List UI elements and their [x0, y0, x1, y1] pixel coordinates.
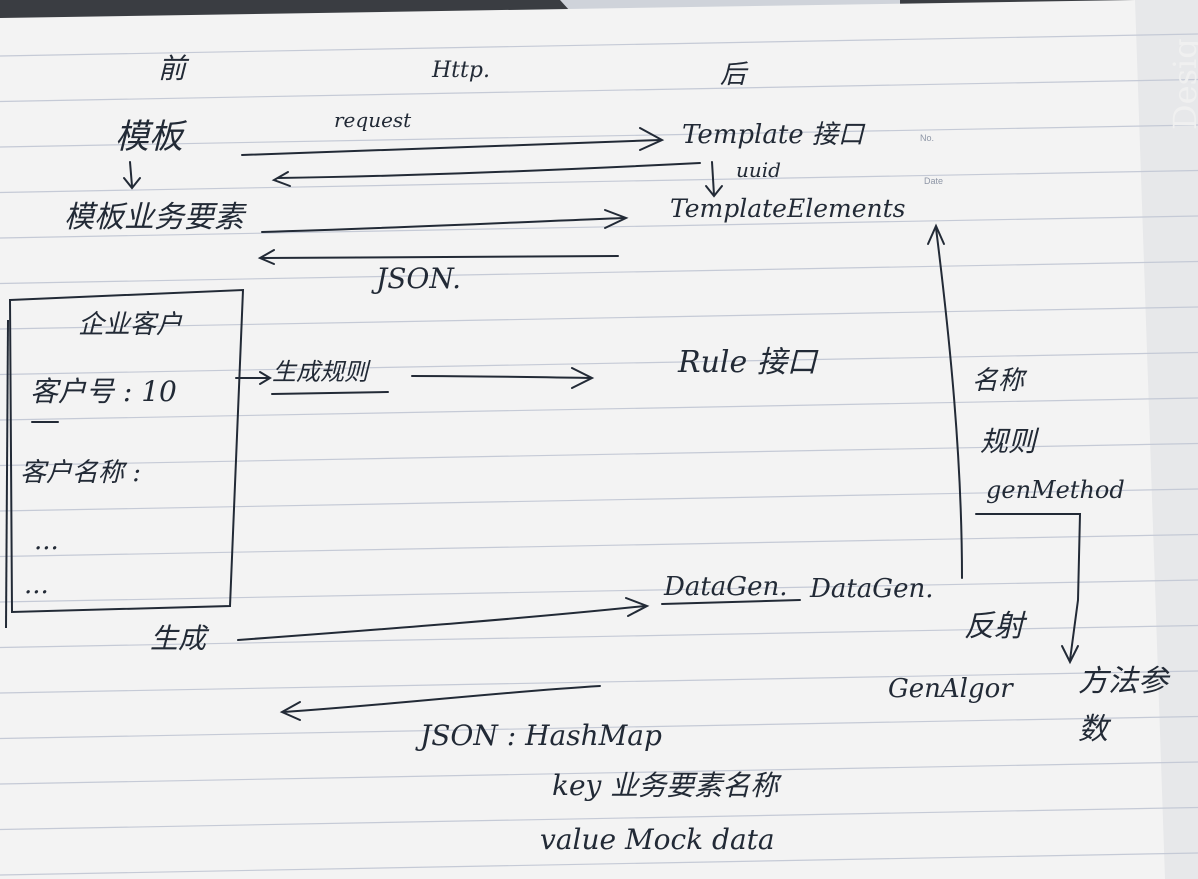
- template-element-class-label: TemplateElements: [670, 194, 906, 223]
- rule-line: [0, 715, 1198, 740]
- json-result-arrowhead: [279, 701, 301, 721]
- response-line-1: [277, 162, 701, 179]
- customer-form-box: [8, 288, 245, 614]
- name-label: 名称: [972, 366, 1025, 396]
- method-args-label: 方法参数: [1078, 664, 1168, 747]
- value-line-label: value Mock data: [540, 823, 775, 856]
- genmethod-to-args-arrowhead: [1061, 645, 1079, 665]
- elements-request-arrow: [261, 217, 626, 233]
- rule-line: [0, 215, 1198, 239]
- rule-line: [0, 397, 1198, 421]
- datagen-class-label: DataGen.: [810, 574, 934, 604]
- rule-label: 规则: [980, 425, 1037, 458]
- json-label-1: JSON.: [376, 262, 461, 295]
- col-back-label: 后: [720, 60, 747, 90]
- rule-line: [0, 351, 1198, 376]
- template-label: 模板: [115, 117, 183, 157]
- gen-method-label: genMethod: [986, 476, 1125, 504]
- box-field-customer-no: 客户号 : 10: [30, 375, 177, 408]
- rule-line: [0, 169, 1198, 194]
- template-api-label: Template 接口: [682, 120, 864, 150]
- rule-line: [0, 442, 1198, 467]
- template-down-arrow: [129, 161, 133, 187]
- box-ellipsis-2: ...: [24, 570, 49, 600]
- request-label: request: [334, 108, 412, 132]
- rule-line: [0, 306, 1198, 330]
- rule-line: [0, 533, 1198, 558]
- page-shadow: [1135, 0, 1198, 879]
- box-ellipsis-1: ...: [34, 526, 59, 556]
- reflect-label: 反射: [964, 609, 1024, 644]
- elements-arrowhead: [604, 209, 629, 229]
- request-arrow: [241, 139, 661, 156]
- json-response-line: [261, 255, 619, 259]
- rule-line: [0, 78, 1198, 103]
- printed-no-label: No.: [920, 133, 935, 143]
- rule-line: [0, 579, 1198, 603]
- rule-line: [0, 260, 1198, 285]
- rule-api-arrowhead: [571, 367, 595, 389]
- uuid-label: uuid: [736, 158, 781, 182]
- box-left-stroke: [5, 319, 9, 629]
- rule-api-arrow: [411, 375, 591, 379]
- rule-line: [0, 806, 1198, 831]
- box-title: 企业客户: [78, 310, 183, 340]
- json-result-arrow: [283, 685, 601, 713]
- generate-arrowhead: [625, 597, 650, 617]
- rule-line: [0, 124, 1198, 148]
- request-arrowhead: [639, 127, 665, 151]
- ruled-lines: [0, 33, 1198, 876]
- key-line-label: key 业务要素名称: [552, 769, 779, 802]
- rule-line: [0, 624, 1198, 649]
- box-field-customer-name: 客户名称 :: [20, 458, 142, 488]
- rule-line: [0, 488, 1198, 512]
- form-to-rule-arrowhead: [259, 371, 272, 385]
- generate-arrow: [237, 605, 646, 641]
- datagen-to-elements-arrowhead: [927, 223, 945, 245]
- genmethod-to-args-line: [975, 513, 1082, 661]
- datagen-link-label: DataGen.: [664, 572, 788, 602]
- template-elements-label: 模板业务要素: [64, 200, 244, 235]
- col-front-label: 前: [158, 52, 187, 85]
- json-hashmap-label: JSON : HashMap: [420, 719, 662, 752]
- gen-rule-label: 生成规则: [272, 358, 368, 386]
- gen-rule-underline: [271, 391, 389, 395]
- datagen-underline: [661, 599, 801, 605]
- gen-algor-label: GenAlgor: [888, 674, 1013, 704]
- datagen-to-elements-line: [935, 227, 963, 579]
- rule-api-label: Rule 接口: [678, 345, 817, 380]
- uuid-arrowhead: [705, 185, 723, 198]
- generate-label: 生成: [150, 622, 207, 655]
- uuid-arrow: [711, 161, 715, 196]
- printed-date-label: Date: [924, 176, 944, 186]
- col-http-label: Http.: [432, 58, 490, 83]
- rule-line: [0, 670, 1198, 694]
- rule-line: [0, 33, 1198, 57]
- rule-line: [0, 852, 1198, 876]
- template-down-arrowhead: [123, 177, 141, 190]
- json-arrowhead: [257, 249, 275, 265]
- book-spine-text: Desig: [1166, 38, 1198, 130]
- response-arrowhead-1: [271, 171, 291, 187]
- rule-line: [0, 761, 1198, 785]
